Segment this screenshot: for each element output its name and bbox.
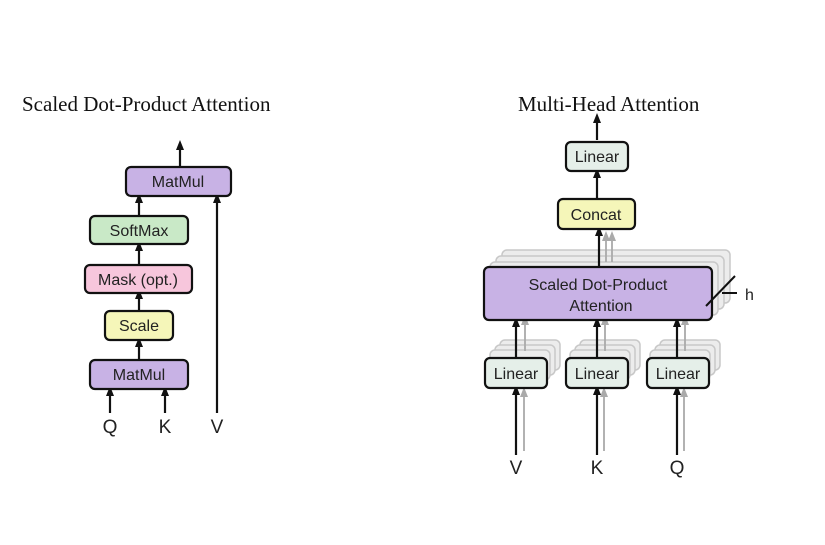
scale-label: Scale [119, 318, 159, 335]
mask-block [83, 263, 194, 295]
attention-label-line1: Scaled Dot-Product [529, 277, 668, 294]
multi-head-attention-title: Multi-Head Attention [518, 92, 700, 116]
attention-label-line2: Attention [569, 298, 632, 315]
concat-label: Concat [571, 207, 622, 224]
softmax-label: SoftMax [110, 223, 169, 240]
matmul-bottom-block [88, 358, 190, 391]
scaled-dot-product-attention-block [482, 265, 714, 322]
linear-output-label: Linear [575, 149, 620, 166]
scaled-dot-product-panel [83, 140, 233, 413]
linear-output-block [564, 140, 630, 173]
input-k-label-right: K [591, 458, 604, 479]
linear-k-label: Linear [575, 366, 620, 383]
mask-label: Mask (opt.) [98, 272, 178, 289]
heads-bracket [705, 275, 737, 307]
linear-q-label: Linear [656, 366, 701, 383]
softmax-block [88, 214, 190, 246]
input-q-label-right: Q [670, 458, 685, 479]
scaled-dot-product-title: Scaled Dot-Product Attention [22, 92, 271, 116]
linear-q-block [645, 356, 711, 390]
linear-v-label: Linear [494, 366, 539, 383]
multi-head-panel [482, 113, 737, 455]
heads-label: h [745, 287, 754, 304]
input-v-label: V [211, 417, 224, 438]
matmul-bottom-label: MatMul [113, 367, 165, 384]
scale-block [103, 309, 175, 342]
matmul-top-block [124, 165, 233, 198]
matmul-top-label: MatMul [152, 174, 204, 191]
linear-v-block [483, 356, 549, 390]
input-k-label: K [159, 417, 172, 438]
input-q-label: Q [103, 417, 118, 438]
input-v-label-right: V [510, 458, 523, 479]
linear-k-block [564, 356, 630, 390]
concat-block [556, 197, 637, 231]
